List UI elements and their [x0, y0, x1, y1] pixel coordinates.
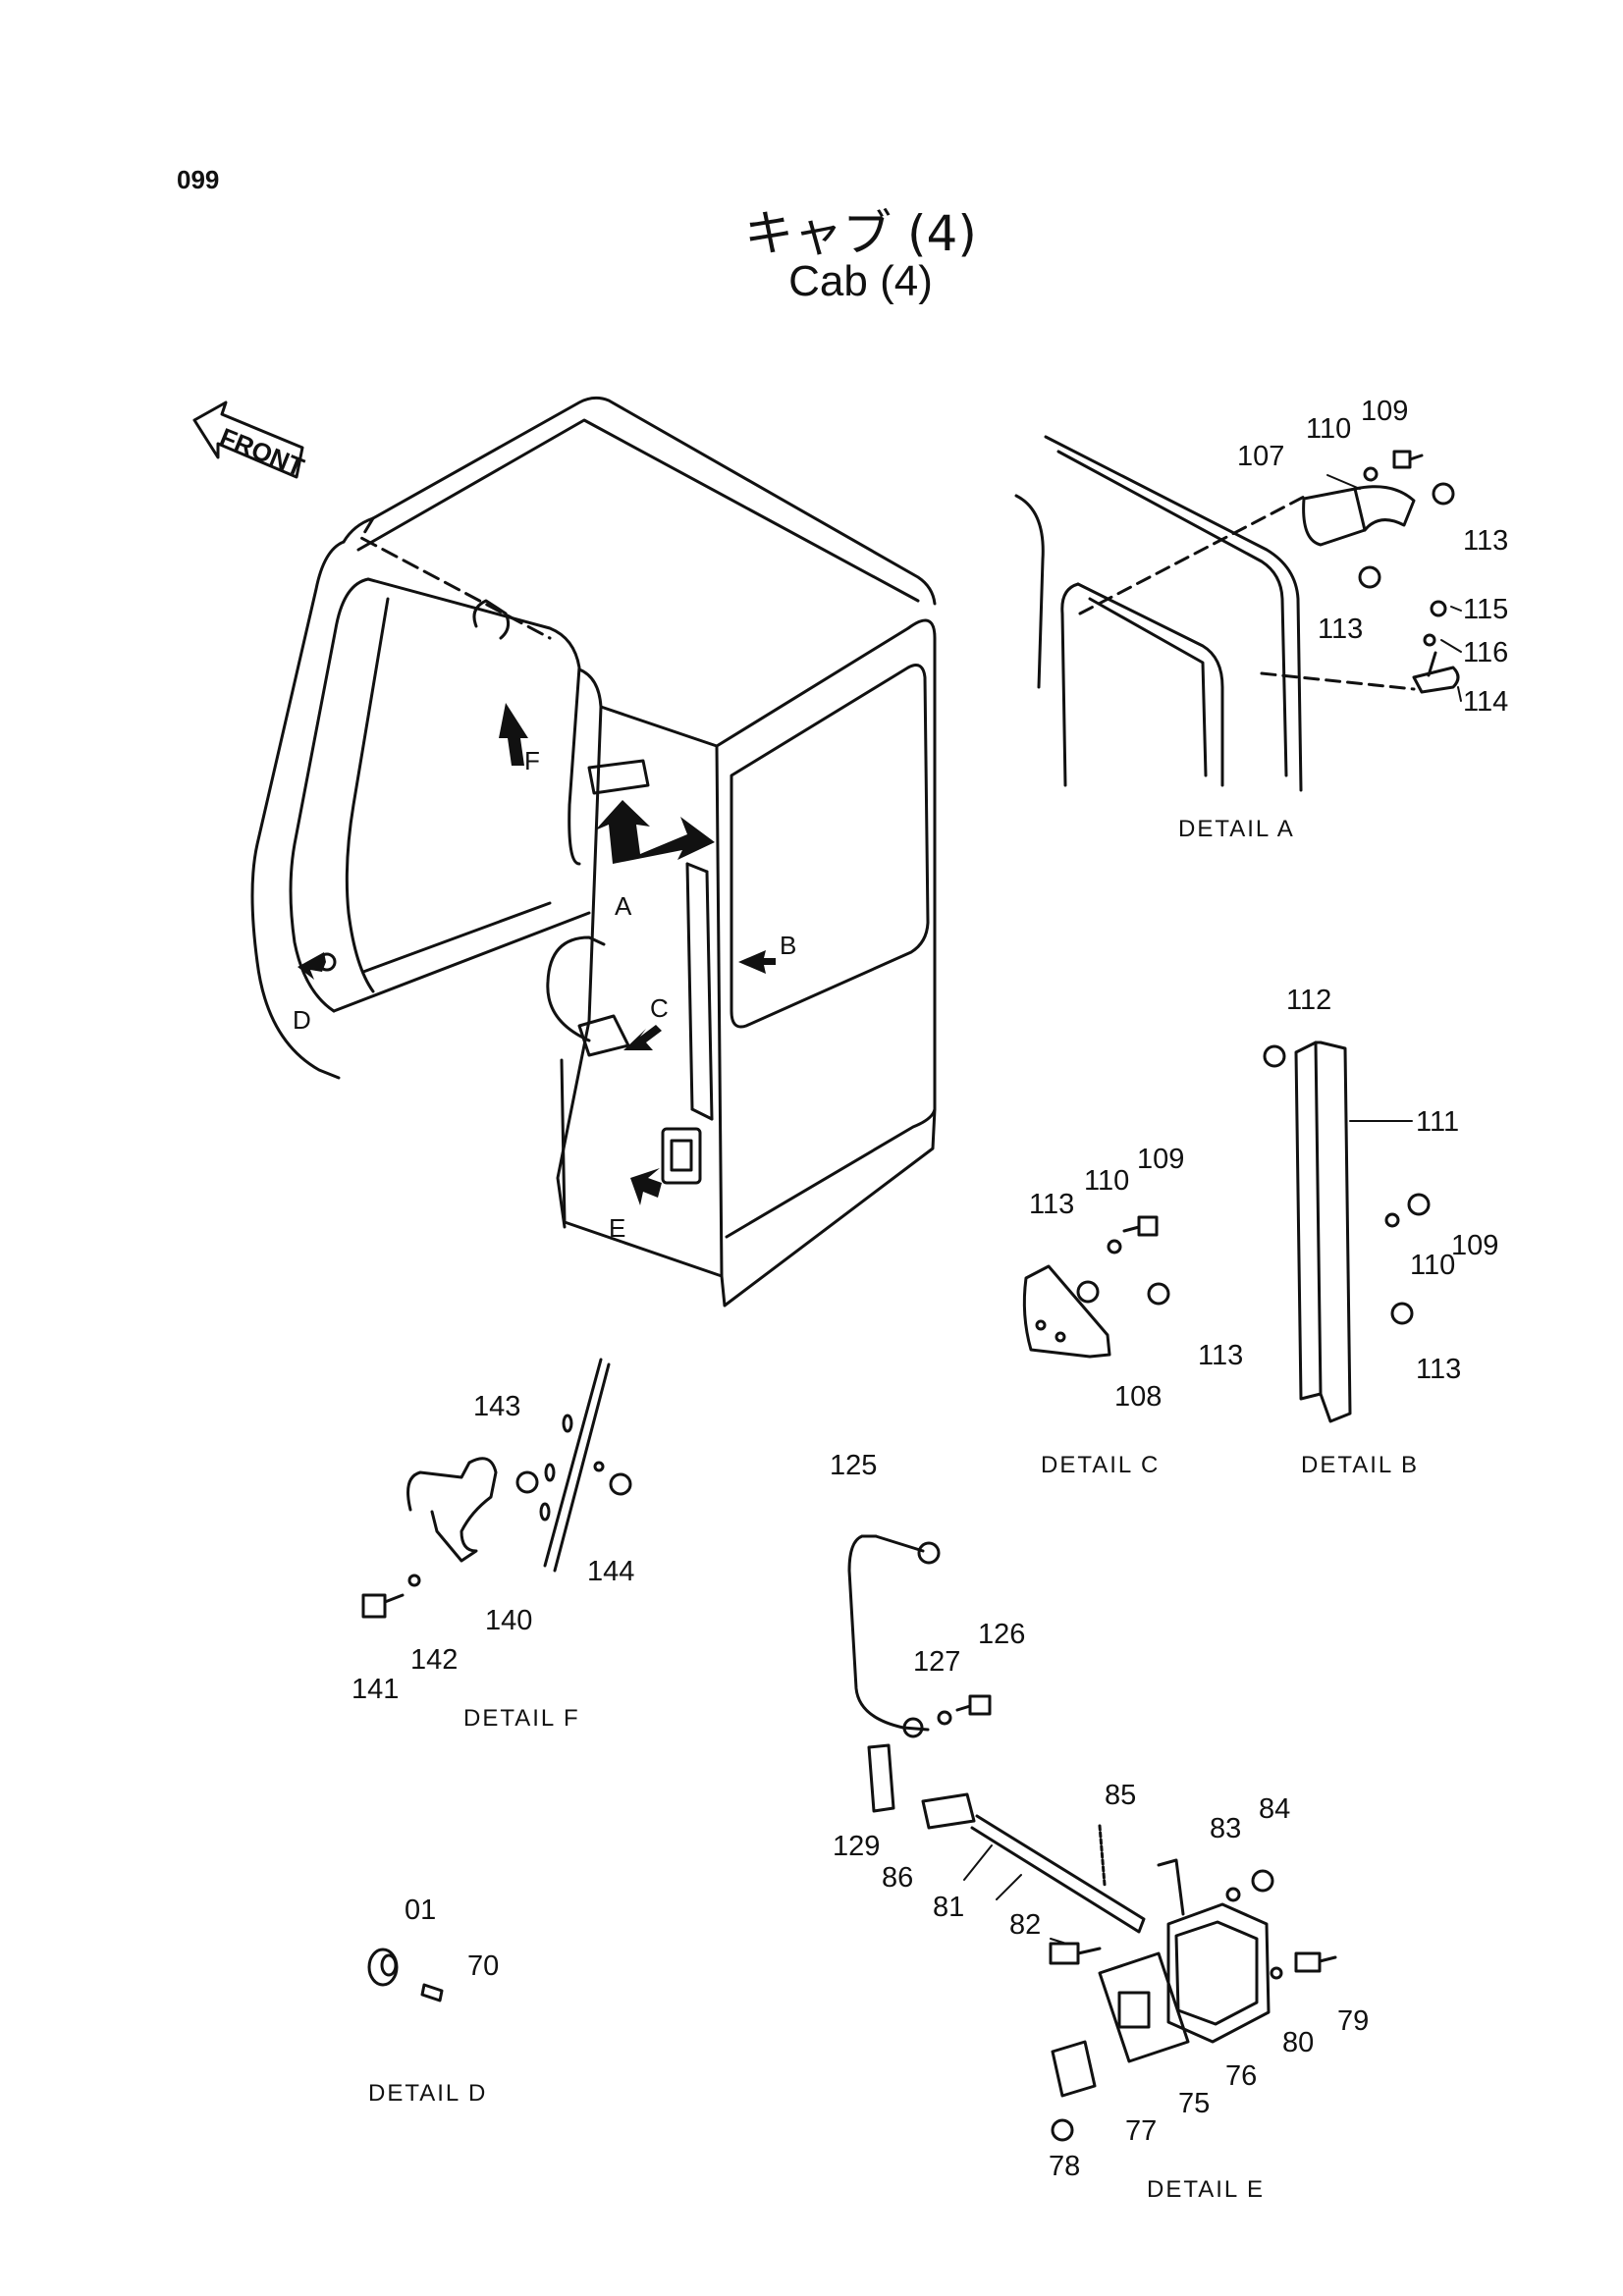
callout-107: 107: [1237, 441, 1284, 472]
page-title-japanese: キャブ (4): [744, 205, 977, 262]
callout-82: 82: [1009, 1909, 1041, 1941]
callout-110: 110: [1410, 1250, 1455, 1281]
view-arrow-C: C: [623, 993, 669, 1050]
detail-label-a: DETAIL A: [1178, 816, 1295, 842]
callout-113: 113: [1463, 525, 1508, 557]
detail-label-f: DETAIL F: [463, 1705, 580, 1732]
callout-111: 111: [1416, 1106, 1459, 1138]
view-arrow-F: F: [499, 703, 540, 775]
callout-112: 112: [1286, 985, 1331, 1016]
page-number: 099: [177, 165, 220, 194]
detail-label-d: DETAIL D: [368, 2080, 487, 2107]
callout-109: 109: [1137, 1144, 1184, 1175]
callout-113: 113: [1029, 1189, 1074, 1220]
callout-79: 79: [1337, 2005, 1369, 2037]
callout-144: 144: [587, 1556, 634, 1587]
callout-110: 110: [1084, 1165, 1129, 1197]
detail-e: DETAIL E 125 126 127 129 85 86 81 82 83 …: [830, 1450, 1369, 2203]
detail-d: DETAIL D 01 70: [367, 1895, 499, 2107]
callout-141: 141: [352, 1674, 399, 1705]
callout-70: 70: [467, 1950, 499, 1982]
callout-109: 109: [1451, 1230, 1498, 1261]
callout-80: 80: [1282, 2027, 1314, 2058]
callout-115: 115: [1463, 594, 1508, 625]
view-arrow-B: B: [738, 931, 796, 974]
callout-85: 85: [1105, 1780, 1136, 1811]
detail-f: DETAIL F 143 144 140 142 141: [352, 1358, 634, 1732]
view-arrow-A: A: [595, 800, 715, 921]
detail-a: DETAIL A 109 110 107 113 113 115 116 114: [1014, 396, 1508, 842]
detail-b: DETAIL B 112 111 109 110 113: [1263, 985, 1498, 1478]
view-marker-F: F: [524, 746, 540, 775]
detail-label-c: DETAIL C: [1041, 1452, 1160, 1478]
callout-125: 125: [830, 1450, 877, 1481]
view-arrow-E: E: [609, 1168, 662, 1243]
callout-86: 86: [882, 1862, 913, 1894]
callout-127: 127: [913, 1646, 960, 1678]
page-title-english: Cab (4): [788, 257, 933, 305]
callout-76: 76: [1225, 2060, 1257, 2092]
callout-126: 126: [978, 1619, 1025, 1650]
callout-129: 129: [833, 1831, 880, 1862]
callout-140: 140: [485, 1605, 532, 1636]
callout-110: 110: [1306, 413, 1351, 445]
callout-113: 113: [1198, 1340, 1243, 1371]
view-marker-C: C: [650, 993, 669, 1023]
callout-108: 108: [1114, 1381, 1162, 1413]
cab-body: [250, 396, 937, 1308]
callout-114: 114: [1463, 686, 1508, 718]
detail-label-e: DETAIL E: [1147, 2176, 1265, 2203]
view-arrow-D: D: [293, 952, 326, 1035]
callout-84: 84: [1259, 1793, 1290, 1825]
detail-c: DETAIL C 109 110 113 113 108: [1022, 1144, 1243, 1478]
callout-75: 75: [1178, 2088, 1210, 2119]
callout-83: 83: [1210, 1813, 1241, 1844]
view-marker-A: A: [615, 891, 632, 921]
callout-113: 113: [1416, 1354, 1461, 1385]
callout-77: 77: [1125, 2115, 1157, 2147]
detail-label-b: DETAIL B: [1301, 1452, 1419, 1478]
callout-109: 109: [1361, 396, 1408, 427]
callout-143: 143: [473, 1391, 520, 1422]
view-marker-B: B: [780, 931, 796, 960]
callout-81: 81: [933, 1892, 964, 1923]
front-direction-arrow: FRONT: [192, 400, 308, 482]
callout-113: 113: [1318, 614, 1363, 645]
view-marker-E: E: [609, 1213, 625, 1243]
callout-116: 116: [1463, 637, 1508, 668]
callout-142: 142: [410, 1644, 458, 1676]
callout-78: 78: [1049, 2151, 1080, 2182]
callout-01: 01: [405, 1895, 436, 1926]
view-marker-D: D: [293, 1005, 311, 1035]
